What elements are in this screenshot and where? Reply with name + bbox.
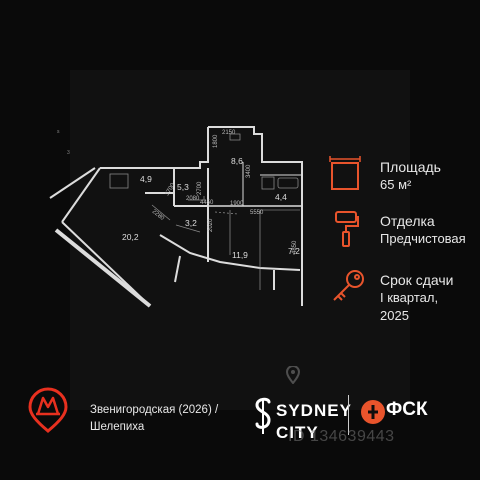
room-area-1: 4,9 — [140, 174, 152, 184]
sydney-text: SYDNEY — [276, 401, 352, 420]
area-block: Площадь 65 м² — [380, 159, 441, 194]
dimension-label: 3400 — [246, 164, 252, 178]
fsk-logo-text: ФСК — [386, 399, 428, 420]
metro-station: Звенигородская (2026) / Шелепиха — [90, 402, 218, 436]
dimension-label: 1900 — [230, 201, 244, 207]
metro-line2: Шелепиха — [90, 421, 145, 433]
handover-value-line2: 2025 — [380, 308, 409, 323]
room-area-6: 20,2 — [122, 232, 139, 242]
finish-block: Отделка Предчистовая — [380, 213, 466, 248]
metro-logo-icon — [28, 387, 68, 433]
dimension-label: 5550 — [250, 210, 264, 216]
room-area-4: 4,4 — [275, 192, 287, 202]
paint-roller-icon — [335, 211, 359, 247]
sydney-city-logo-icon — [255, 397, 271, 434]
dimension-label: 2700 — [197, 181, 203, 195]
side-mark: 3 — [67, 150, 70, 156]
key-icon — [333, 270, 364, 301]
handover-value-line1: I квартал, — [380, 290, 439, 305]
room-area-7: 11,9 — [232, 250, 248, 260]
dimension-label: 2080 — [186, 196, 200, 202]
room-area-5: 3,2 — [185, 218, 197, 228]
fsk-logo-icon — [361, 400, 385, 424]
room-area-2: 8,6 — [231, 156, 243, 166]
room-area-8: 7,2 — [288, 246, 300, 256]
finish-label: Отделка — [380, 213, 435, 229]
location-pin-icon — [286, 366, 300, 384]
logo-divider — [348, 395, 349, 435]
finish-value: Предчистовая — [380, 231, 466, 246]
metro-line1: Звенигородская (2026) / — [90, 404, 219, 416]
area-value: 65 м² — [380, 177, 412, 192]
dimension-label: 1800 — [213, 134, 219, 148]
sydney-city-logo-text: SYDNEY CITY — [276, 400, 352, 444]
watermark-id: ID 134639443 — [288, 428, 395, 445]
dimension-label: 4450 — [200, 200, 214, 206]
city-text: CITY — [276, 423, 319, 442]
handover-block: Срок сдачи I квартал, 2025 — [380, 272, 453, 325]
dimension-label: 2150 — [222, 130, 236, 136]
area-label: Площадь — [380, 159, 441, 175]
dimension-label: 4850 — [292, 240, 298, 254]
area-icon — [329, 156, 361, 190]
room-area-3: 5,3 — [177, 182, 189, 192]
handover-label: Срок сдачи — [380, 272, 454, 288]
side-mark: s — [57, 129, 60, 135]
dimension-label: 2020 — [208, 218, 214, 232]
dimension-label: 2280 — [151, 209, 166, 222]
